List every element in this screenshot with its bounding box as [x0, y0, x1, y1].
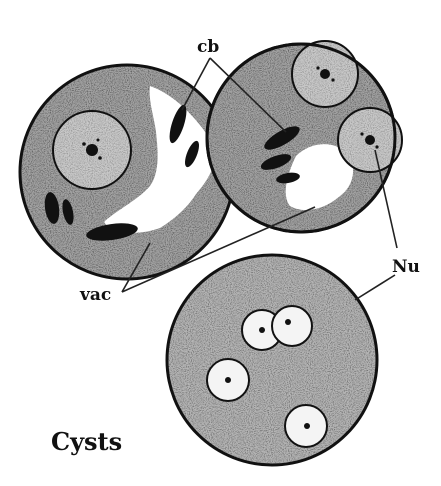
figure-caption: Cysts: [51, 427, 122, 456]
label-nu: Nu: [392, 257, 420, 277]
nucleus-left: [53, 111, 131, 189]
nu-leader-bottom: [355, 275, 395, 300]
nucleus-bottom-3: [207, 359, 249, 401]
nucleus-bottom-2: [272, 306, 312, 346]
nucleus-right-upper: [292, 41, 358, 107]
label-vac: vac: [79, 285, 111, 305]
label-cb: cb: [197, 37, 219, 57]
nucleus-bottom-4: [285, 405, 327, 447]
